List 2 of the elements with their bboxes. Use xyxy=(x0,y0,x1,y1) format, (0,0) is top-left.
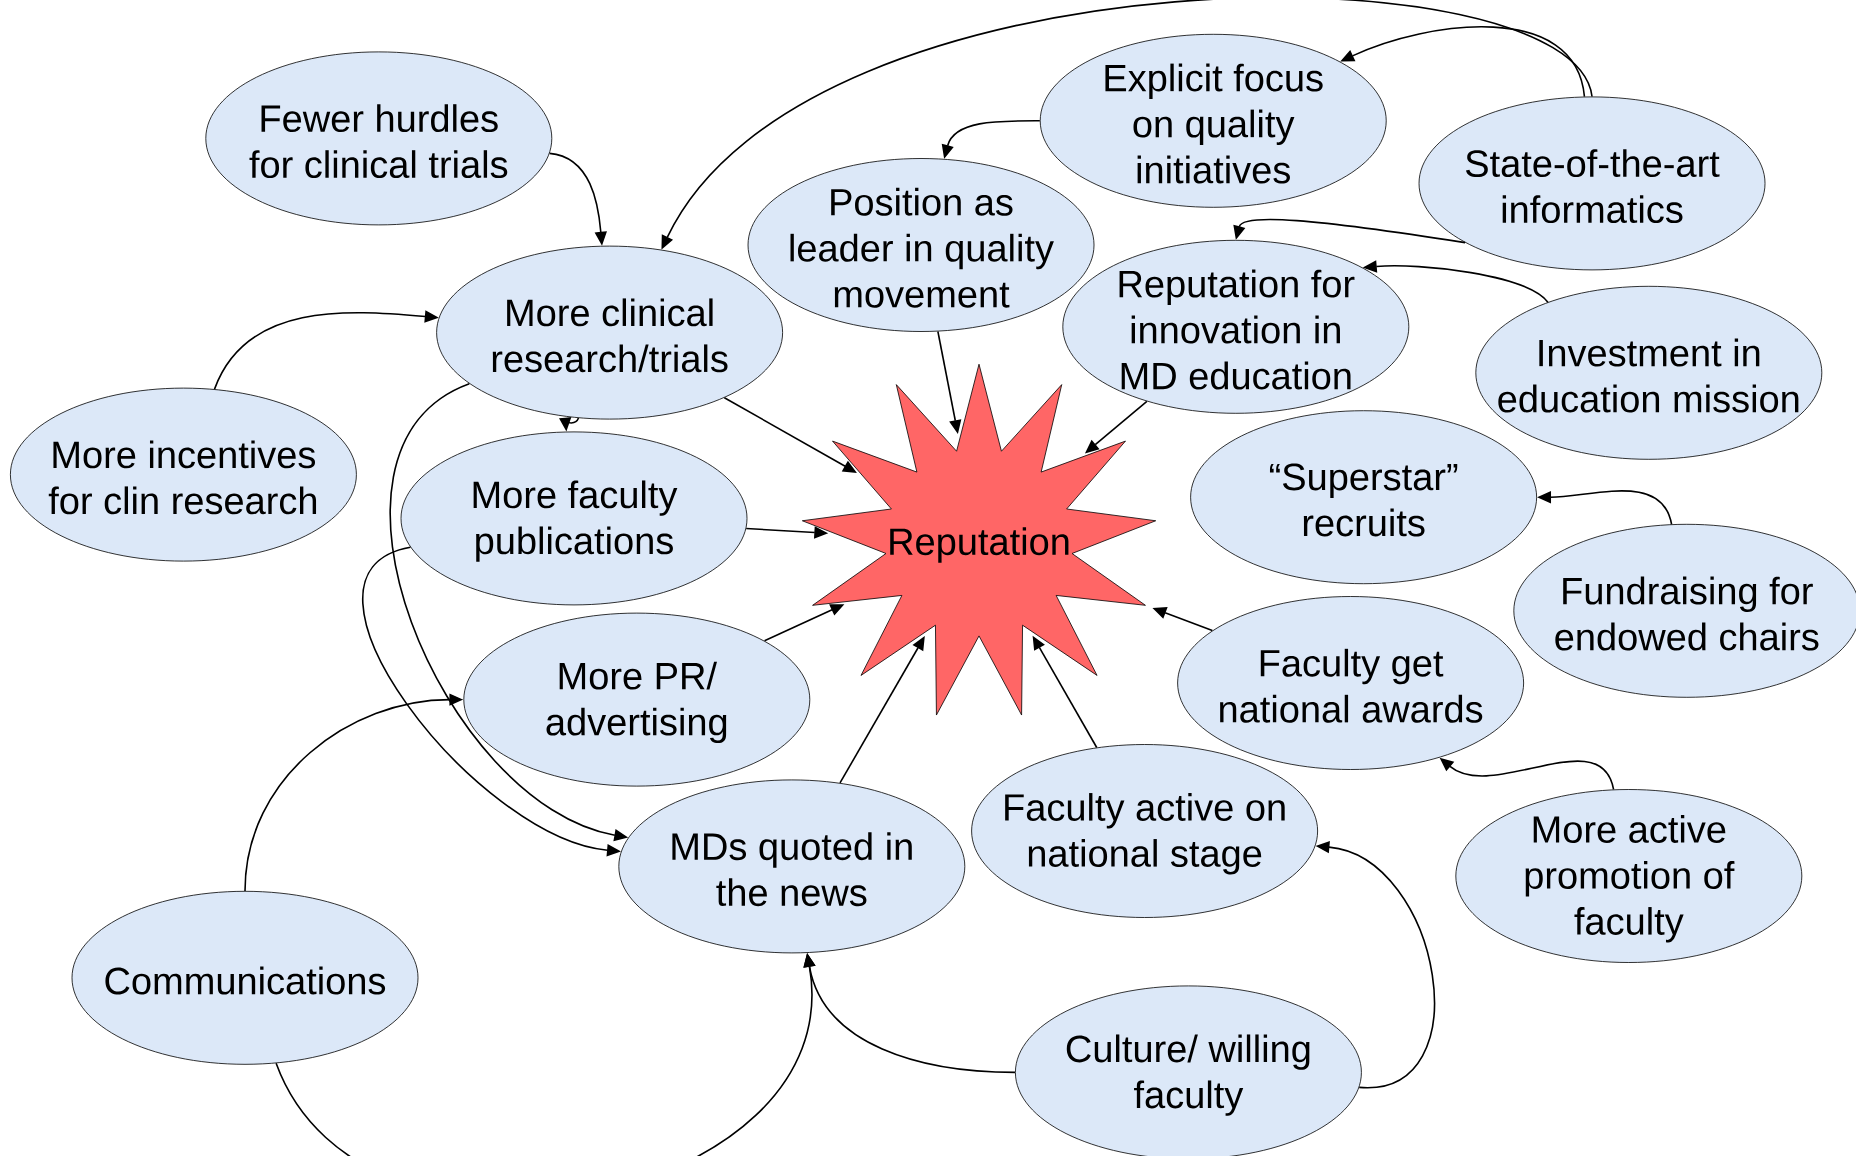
arrow xyxy=(839,636,925,784)
arrow xyxy=(1233,218,1466,244)
